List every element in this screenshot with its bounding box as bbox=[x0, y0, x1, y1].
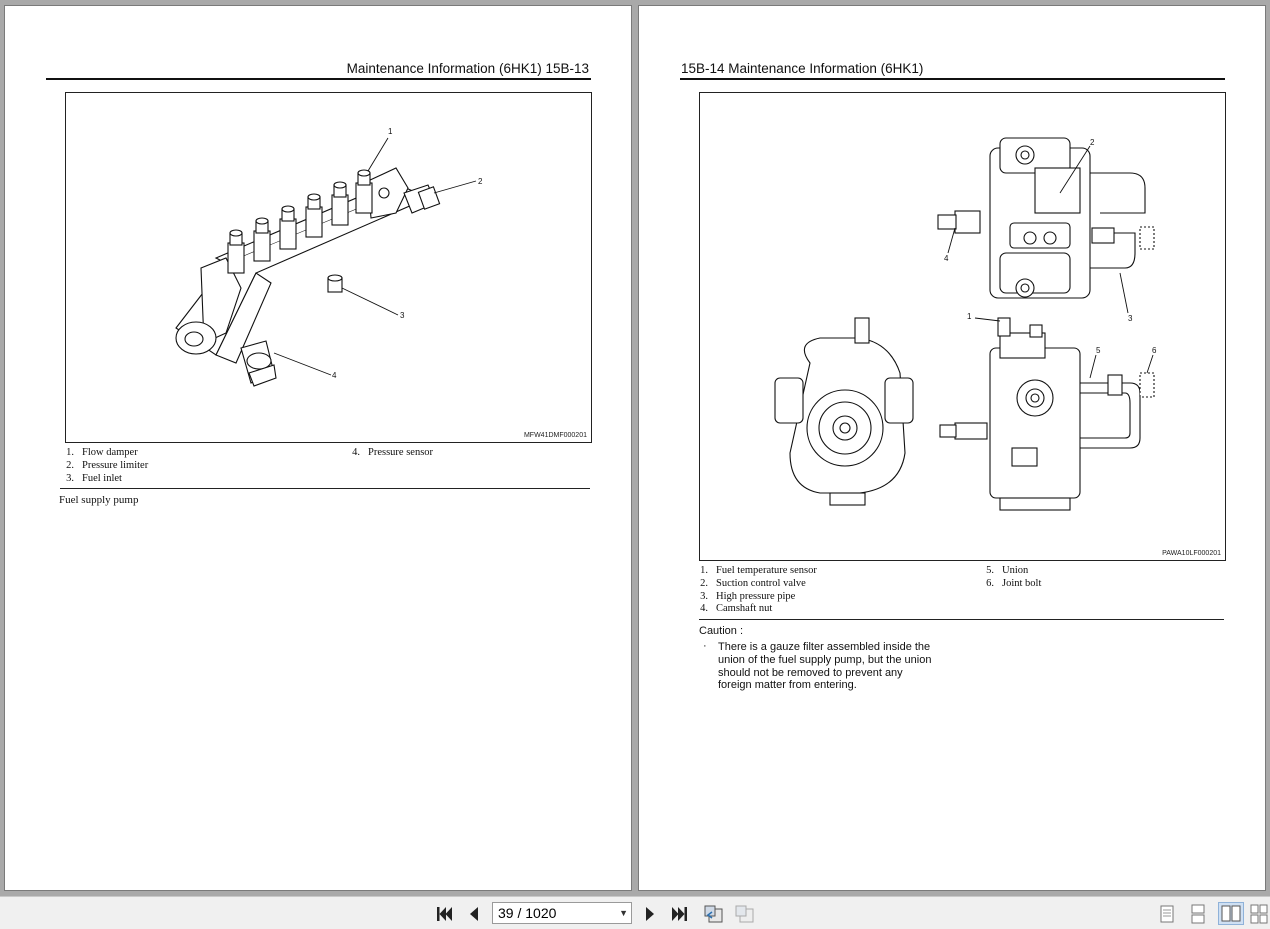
page-indicator: 39 / 1020 bbox=[498, 905, 557, 921]
page-number-field[interactable]: 39 / 1020 ▼ bbox=[492, 902, 632, 924]
legend-item: 4.Pressure sensor bbox=[352, 447, 434, 458]
next-page-icon[interactable] bbox=[640, 904, 660, 924]
prev-page-icon[interactable] bbox=[464, 904, 484, 924]
legend-right: 5.Union 6.Joint bolt bbox=[972, 565, 1041, 591]
figure-code: PAWA10LF000201 bbox=[1162, 550, 1221, 557]
chevron-down-icon[interactable]: ▼ bbox=[619, 908, 628, 918]
caution-title: Caution : bbox=[699, 625, 744, 637]
page-header: 15B-14 Maintenance Information (6HK1) bbox=[681, 61, 924, 76]
callout-5: 5 bbox=[1096, 346, 1101, 355]
page-header: Maintenance Information (6HK1) 15B-13 bbox=[346, 61, 589, 76]
left-page: Maintenance Information (6HK1) 15B-13 bbox=[4, 5, 632, 891]
legend-rule bbox=[699, 619, 1224, 620]
header-rule bbox=[46, 78, 591, 80]
caution-text: There is a gauze filter assembled inside… bbox=[718, 641, 932, 692]
callout-4: 4 bbox=[944, 254, 949, 263]
two-page-icon[interactable] bbox=[1218, 902, 1244, 925]
legend-item: 6.Joint bolt bbox=[986, 577, 1042, 589]
legend-left: 1.Fuel temperature sensor 2.Suction cont… bbox=[686, 565, 817, 616]
previous-view-icon[interactable] bbox=[703, 904, 723, 924]
legend-item: 1.Flow damper bbox=[66, 447, 138, 458]
last-page-icon[interactable] bbox=[670, 904, 690, 924]
callout-2: 2 bbox=[478, 177, 483, 186]
legend-item: 1.Fuel temperature sensor bbox=[700, 565, 817, 576]
pdf-toolbar: 39 / 1020 ▼ bbox=[0, 896, 1270, 929]
first-page-icon[interactable] bbox=[434, 904, 454, 924]
legend-rule bbox=[60, 488, 590, 489]
callout-6: 6 bbox=[1152, 346, 1157, 355]
supply-pump-figure: 1 2 3 4 5 6 PAWA10LF000201 bbox=[699, 92, 1226, 561]
legend-left: 1.Flow damper 2.Pressure limiter 3.Fuel … bbox=[52, 447, 148, 485]
legend-right: 4.Pressure sensor bbox=[338, 447, 433, 460]
caution-bullet: · bbox=[703, 640, 707, 652]
fuel-rail-figure: 1 2 3 4 MFW41DMF000201 bbox=[65, 92, 592, 443]
right-page: 15B-14 Maintenance Information (6HK1) bbox=[638, 5, 1266, 891]
legend-item: 3.Fuel inlet bbox=[66, 472, 122, 484]
flow-dampers bbox=[227, 169, 373, 274]
callout-1: 1 bbox=[967, 312, 972, 321]
legend-item: 4.Camshaft nut bbox=[700, 603, 773, 615]
callout-3: 3 bbox=[1128, 314, 1133, 323]
callout-1: 1 bbox=[388, 127, 393, 136]
legend-item: 5.Union bbox=[986, 565, 1029, 576]
single-page-icon[interactable] bbox=[1158, 904, 1178, 924]
supply-pump-drawing: 1 2 3 4 5 6 bbox=[774, 137, 1157, 511]
section-title: Fuel supply pump bbox=[59, 494, 139, 506]
next-view-icon[interactable] bbox=[734, 904, 754, 924]
callout-2: 2 bbox=[1090, 138, 1095, 147]
legend-item: 2.Suction control valve bbox=[700, 577, 806, 589]
fuel-rail-drawing: 1 2 3 4 bbox=[175, 127, 483, 387]
figure-code: MFW41DMF000201 bbox=[523, 432, 587, 439]
continuous-icon[interactable] bbox=[1189, 904, 1209, 924]
callout-3: 3 bbox=[400, 311, 405, 320]
header-rule bbox=[680, 78, 1225, 80]
legend-item: 2.Pressure limiter bbox=[66, 459, 149, 471]
legend-item: 3.High pressure pipe bbox=[700, 590, 796, 602]
two-page-continuous-icon[interactable] bbox=[1250, 904, 1270, 924]
callout-4: 4 bbox=[332, 371, 337, 380]
